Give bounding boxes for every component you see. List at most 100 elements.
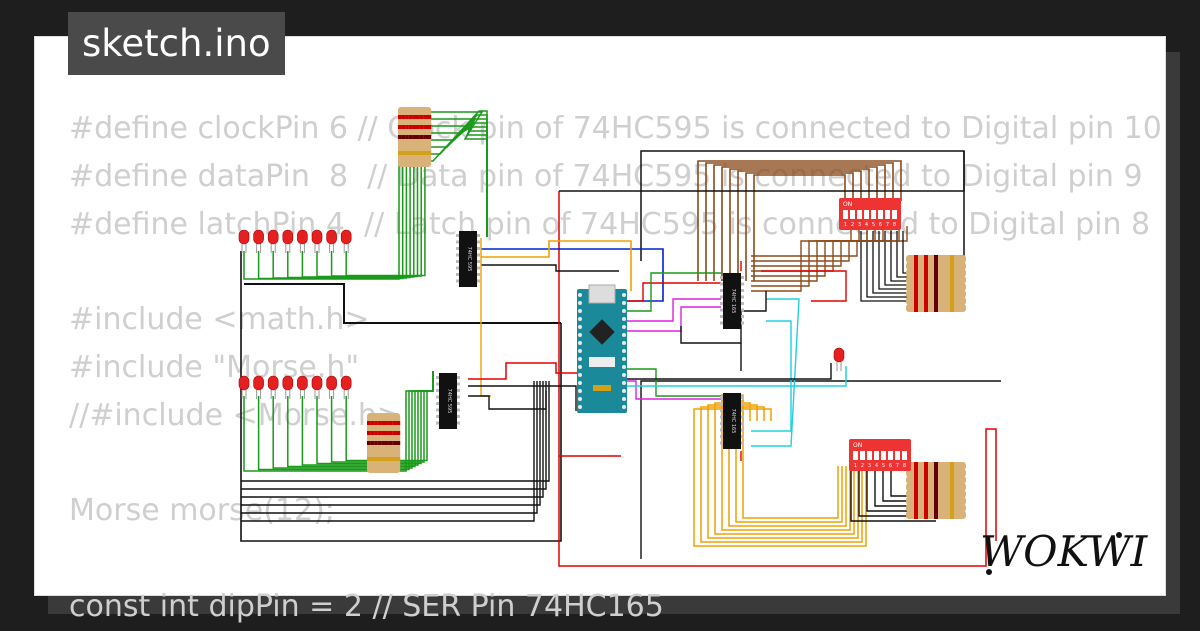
- dip-toggle: [895, 451, 900, 460]
- ic-pin: [741, 422, 744, 425]
- chip-label: 74HC 595: [466, 247, 472, 272]
- logo-dot-icon: [1116, 532, 1122, 538]
- wire: [241, 381, 538, 514]
- preview-card: #define clockPin 6 // Clock pin of 74HC5…: [34, 36, 1166, 624]
- header-pin: [622, 301, 626, 305]
- wire: [751, 226, 908, 257]
- board-label: [593, 385, 611, 391]
- ic-chip-icon: [439, 373, 457, 429]
- wire: [751, 226, 852, 292]
- wire: [751, 226, 892, 267]
- wire: [241, 381, 550, 482]
- header-pin: [578, 309, 582, 313]
- resistor-band: [924, 255, 928, 263]
- resistor-band: [423, 151, 432, 155]
- ic-pin: [741, 315, 744, 318]
- led-icon: [340, 375, 352, 391]
- ic-pin: [720, 435, 723, 438]
- resistor-band: [423, 115, 432, 119]
- ic-pin: [741, 302, 744, 305]
- resistor-band: [392, 421, 401, 425]
- header-pin: [578, 317, 582, 321]
- mcu-chip-icon: [589, 319, 615, 345]
- dip-number: 3: [858, 222, 861, 228]
- dip-toggle: [892, 210, 897, 219]
- ic-pin: [436, 389, 439, 392]
- ic-pin: [741, 402, 744, 406]
- header-pin: [578, 365, 582, 369]
- resistor-band: [934, 290, 938, 298]
- ic-pin: [720, 422, 723, 425]
- header-pin: [578, 405, 582, 409]
- resistor-band: [924, 304, 928, 312]
- header-pin: [622, 381, 626, 385]
- ic-pin: [741, 396, 744, 399]
- ic-pin: [741, 276, 744, 279]
- dip-number: 2: [851, 222, 854, 228]
- ic-pin: [741, 308, 744, 312]
- dip-toggle: [871, 210, 876, 219]
- wire: [481, 240, 632, 291]
- resistor-band: [934, 297, 938, 305]
- dip-toggle: [902, 451, 907, 460]
- wire: [244, 283, 561, 324]
- resistor-band: [924, 276, 928, 284]
- wire: [705, 162, 894, 281]
- resistor-band: [934, 483, 938, 491]
- parts: [238, 107, 966, 519]
- wire: [751, 226, 868, 282]
- header-pin: [578, 397, 582, 401]
- ic-pin: [477, 240, 480, 244]
- ic-pin: [477, 266, 480, 270]
- ic-pin: [477, 253, 480, 257]
- resistor-band: [924, 511, 928, 519]
- dip-number: 3: [868, 463, 871, 469]
- brand-text: WOKWI: [980, 527, 1149, 576]
- wire: [345, 111, 488, 277]
- resistor-band: [914, 276, 918, 284]
- wire: [700, 406, 863, 543]
- header-pin: [578, 341, 582, 345]
- resistor-band: [934, 497, 938, 505]
- file-title[interactable]: sketch.ino: [68, 12, 285, 75]
- led-icon: [326, 375, 337, 391]
- resistor-band: [914, 504, 918, 512]
- dip-on-label: ON: [853, 442, 862, 449]
- wire: [240, 251, 562, 542]
- header-pin: [622, 333, 626, 337]
- resistor-band: [924, 483, 928, 491]
- resistor-band: [950, 255, 954, 263]
- resistor-band: [924, 476, 928, 484]
- wire: [241, 381, 535, 522]
- header-pin: [622, 341, 626, 345]
- ic-pin: [720, 441, 723, 445]
- ic-pin: [477, 247, 480, 250]
- header-pin: [578, 333, 582, 337]
- header-pin: [622, 365, 626, 369]
- resistor-band: [934, 262, 938, 270]
- resistor-band: [924, 469, 928, 477]
- wire: [707, 404, 859, 539]
- resistor-band: [914, 255, 918, 263]
- wire: [243, 110, 488, 280]
- wire: [745, 172, 854, 281]
- led-icon: [311, 229, 323, 245]
- header-pin: [578, 293, 582, 297]
- ic-pin: [436, 408, 439, 412]
- dip-toggle: [864, 210, 869, 219]
- ic-pin: [456, 247, 459, 250]
- resistor-band: [934, 476, 938, 484]
- resistor-band: [914, 262, 918, 270]
- resistor-band: [914, 269, 918, 277]
- ic-pin: [456, 240, 459, 244]
- resistor-band: [934, 283, 938, 291]
- resistor-band: [950, 504, 954, 512]
- resistor-band: [924, 504, 928, 512]
- wire: [751, 298, 800, 447]
- ic-pin: [720, 295, 723, 299]
- chip-label: 74HC 595: [446, 389, 452, 414]
- ic-pin: [457, 376, 460, 379]
- ic-pin: [436, 382, 439, 386]
- ic-pin: [741, 415, 744, 419]
- header-pin: [622, 389, 626, 393]
